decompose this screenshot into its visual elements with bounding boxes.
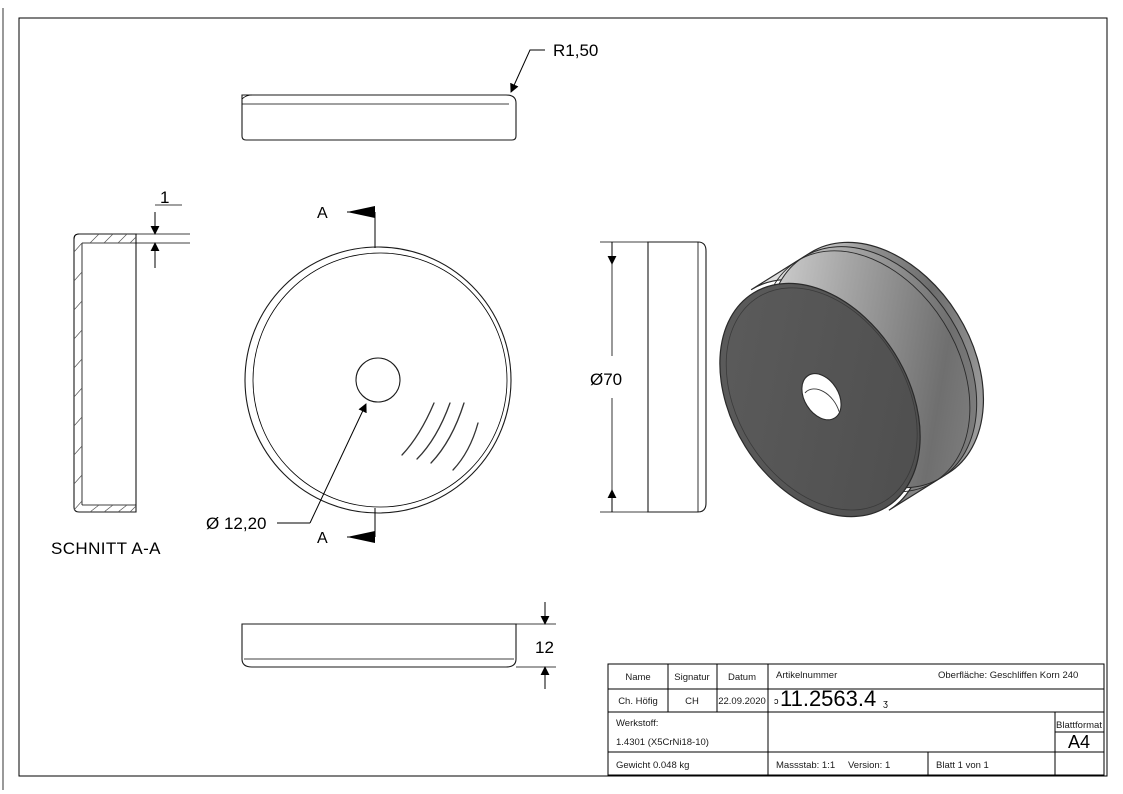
bore-diameter-leader — [277, 403, 367, 524]
title-block-gewicht: Gewicht 0.048 kg — [616, 760, 689, 771]
drawing-frame-border — [18, 17, 1108, 777]
title-block-header-signatur: Signatur — [674, 672, 709, 683]
section-arrow-bottom: A — [317, 508, 376, 547]
title-block-header-name: Name — [625, 672, 650, 683]
title-block-header-werkstoff: Werkstoff: — [616, 718, 658, 729]
radius-callout-leader — [510, 49, 545, 93]
right-edge-view — [647, 241, 707, 513]
model-bore-inner-wall — [804, 388, 840, 412]
surface-finish-marks — [401, 402, 479, 471]
model-bore-hole — [801, 373, 842, 421]
title-block-massstab: Massstab: 1:1 — [776, 760, 835, 771]
section-letter-top: A — [317, 205, 328, 222]
title-block-value-name: Ch. Höfig — [618, 696, 658, 707]
section-letter-bottom: A — [317, 530, 328, 547]
title-block-value-signatur: CH — [685, 696, 699, 707]
dimension-outer-diameter-label: Ø70 — [590, 370, 622, 389]
section-arrow-top: A — [317, 205, 376, 248]
title-block-header-datum: Datum — [728, 672, 756, 683]
section-view-label: SCHNITT A-A — [51, 539, 161, 558]
title-block-version: Version: 1 — [848, 760, 890, 771]
title-block-header-blattformat: Blattformat — [1056, 720, 1102, 731]
section-arrowhead-top — [347, 206, 375, 218]
dimension-corner-radius: R1,50 — [553, 41, 598, 60]
dimension-height-label: 12 — [535, 638, 554, 657]
title-block-value-werkstoff: 1.4301 (X5CrNi18-10) — [616, 737, 709, 748]
artikelnummer-prefix-glyph: ɔ — [774, 696, 779, 706]
model-face-inner-ring — [725, 287, 918, 511]
isometric-model-view — [719, 241, 985, 518]
title-block-blatt: Blatt 1 von 1 — [936, 760, 989, 771]
section-view-aa — [73, 233, 137, 513]
dimension-height-12: 12 — [516, 602, 556, 689]
center-bore-circle — [355, 357, 401, 403]
dimension-thickness-label: 1 — [160, 188, 169, 207]
section-hatching — [73, 233, 137, 513]
title-block-value-datum: 22.09.2020 — [718, 696, 766, 707]
front-circular-view — [244, 246, 512, 514]
bottom-edge-view — [241, 623, 517, 668]
section-arrowhead-bottom — [347, 531, 375, 543]
title-block-artikelnummer-value: 11.2563.4 — [780, 686, 876, 711]
dimension-bore-diameter: Ø 12,20 — [206, 514, 267, 533]
title-block-oberflaeche: Oberfläche: Geschliffen Korn 240 — [938, 670, 1078, 681]
dimension-thickness-1: 1 — [136, 188, 190, 268]
top-edge-view — [241, 94, 517, 141]
title-block-header-artikelnummer: Artikelnummer — [776, 670, 837, 681]
title-block: Name Signatur Datum Artikelnummer Oberfl… — [607, 663, 1105, 776]
title-block-value-blattformat: A4 — [1068, 732, 1090, 752]
dimension-outer-diameter: Ø70 — [590, 241, 648, 513]
inner-circle-edge — [252, 252, 508, 508]
artikelnummer-suffix-glyph: ʒ — [883, 698, 888, 708]
